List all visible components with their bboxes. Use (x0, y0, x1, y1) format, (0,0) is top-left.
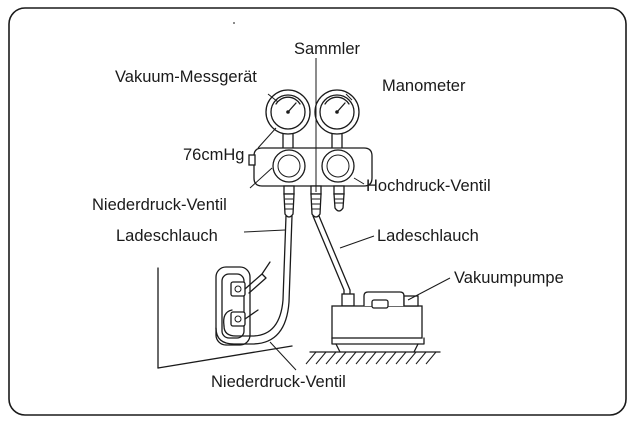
label-hochdruck-ventil: Hochdruck-Ventil (366, 177, 491, 195)
label-vakuum-messgeraet: Vakuum-Messgerät (115, 68, 257, 86)
ground (305, 351, 441, 365)
pressure-gauge-icon (314, 89, 360, 135)
label-sammler: Sammler (294, 40, 361, 58)
vacuum-gauge-icon (265, 89, 311, 135)
service-valve-icon (215, 261, 271, 346)
label-manometer: Manometer (382, 77, 466, 95)
wall (157, 267, 293, 369)
label-vacuum-reading: 76cmHg (183, 146, 244, 164)
diagram-frame (8, 7, 627, 416)
hose-fittings (283, 193, 345, 218)
charging-hose-left (215, 215, 293, 345)
leader-lines (243, 58, 451, 371)
charging-hose-right (312, 215, 351, 297)
label-niederdruck-ventil-top: Niederdruck-Ventil (92, 196, 227, 214)
label-niederdruck-ventil-bottom: Niederdruck-Ventil (211, 373, 346, 391)
label-ladeschlauch-left: Ladeschlauch (116, 227, 218, 245)
vacuum-pump-icon (331, 291, 425, 353)
label-vakuumpumpe: Vakuumpumpe (454, 269, 564, 287)
manifold-icon (248, 133, 373, 195)
label-ladeschlauch-right: Ladeschlauch (377, 227, 479, 245)
